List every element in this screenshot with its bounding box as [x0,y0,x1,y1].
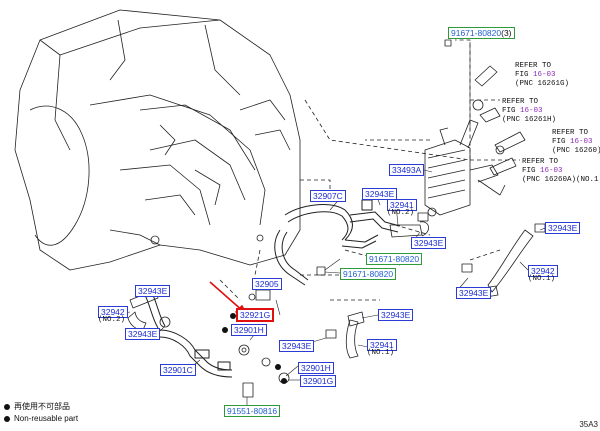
figure-code: 35A3 [579,420,598,429]
part-label-32907c[interactable]: 32907C [310,190,346,202]
refer-note-1[interactable]: REFER TO FIG 16-03 (PNC 16261G) [515,62,569,89]
fig-ref: 16-03 [520,107,543,115]
refer-fig-line: FIG 16-03 [552,138,593,146]
part-label-32942-right-sub: (NO.1) [528,275,556,283]
hose-32941-upper [389,221,429,238]
part-label-91671-80820-top[interactable]: 91671-80820(3) [448,27,515,39]
part-label-32943e-a[interactable]: 32943E [362,188,398,200]
part-label-32943e-f[interactable]: 32943E [279,340,315,352]
fig-ref: 16-03 [540,167,563,175]
fig-ref: 16-03 [570,138,593,146]
part-label-32942-right[interactable]: 32942 [528,265,558,277]
part-label-91551-80816[interactable]: 91551-80816 [224,405,281,417]
part-label-32943e-left[interactable]: 32943E [135,285,171,297]
part-label-91671-80820-lower[interactable]: 91671-80820 [340,268,397,280]
refer-line: REFER TO [522,158,559,166]
part-label-32943e-left2[interactable]: 32943E [125,328,161,340]
refer-pnc: (PNC 16260A)(NO.1) [522,176,600,184]
part-label-32901h-a[interactable]: 32901H [231,324,267,336]
transmission-housing [14,9,301,271]
part-number: 91671-80820 [451,28,502,38]
part-label-32943e-d[interactable]: 32943E [456,287,492,299]
pipe-32901c [144,292,233,378]
refer-pnc: (PNC 16261G) [515,80,570,88]
part-label-32943e-e[interactable]: 32943E [378,309,414,321]
non-reusable-dot-icon [4,403,10,410]
refer-pnc: (PNC 16261H) [502,116,557,124]
oil-pipe [274,199,401,286]
legend-chinese: 再使用不可部品 [4,402,70,412]
legend-english: Non-reusable part [4,414,78,424]
hose-32941-lower [345,311,365,359]
part-label-91671-80820-mid[interactable]: 91671-80820 [366,253,423,265]
part-label-32901g[interactable]: 32901G [300,375,337,387]
quantity-suffix: (3) [501,28,512,38]
refer-line: REFER TO [552,129,589,137]
refer-line: REFER TO [515,62,552,70]
part-label-32901c[interactable]: 32901C [160,364,196,376]
upper-hoses [472,65,526,176]
non-reusable-dots [222,313,287,384]
part-label-33493a[interactable]: 33493A [389,164,425,176]
oil-cooler [424,119,506,217]
refer-fig-line: FIG 16-03 [515,71,556,79]
part-label-32901h-b[interactable]: 32901H [298,362,334,374]
refer-line: REFER TO [502,98,539,106]
refer-note-3[interactable]: REFER TO FIG 16-03 (PNC 16260) [552,129,600,156]
part-label-32941-lower-sub: (NO.1) [367,349,395,357]
refer-note-4[interactable]: REFER TO FIG 16-03 (PNC 16260A)(NO.1) [522,158,600,185]
part-label-32942-left[interactable]: 32942 [98,306,128,318]
part-label-32941-lower[interactable]: 32941 [367,339,397,351]
non-reusable-dot-icon [4,415,10,422]
part-label-32941-upper[interactable]: 32941 [387,199,417,211]
leader-lines [122,42,546,405]
refer-fig-line: FIG 16-03 [502,107,543,115]
refer-fig-line: FIG 16-03 [522,167,563,175]
part-label-32943e-b[interactable]: 32943E [411,237,447,249]
refer-pnc: (PNC 16260) [552,147,600,155]
refer-note-2[interactable]: REFER TO FIG 16-03 (PNC 16261H) [502,98,556,125]
part-label-32941-upper-sub: (NO.2) [387,209,415,217]
part-label-32921g[interactable]: 32921G [236,308,275,322]
part-label-32942-left-sub: (NO.2) [98,316,126,324]
fig-ref: 16-03 [533,71,556,79]
part-label-32905[interactable]: 32905 [252,278,282,290]
part-label-32943e-c[interactable]: 32943E [545,222,581,234]
hose-32942-right [483,229,534,298]
